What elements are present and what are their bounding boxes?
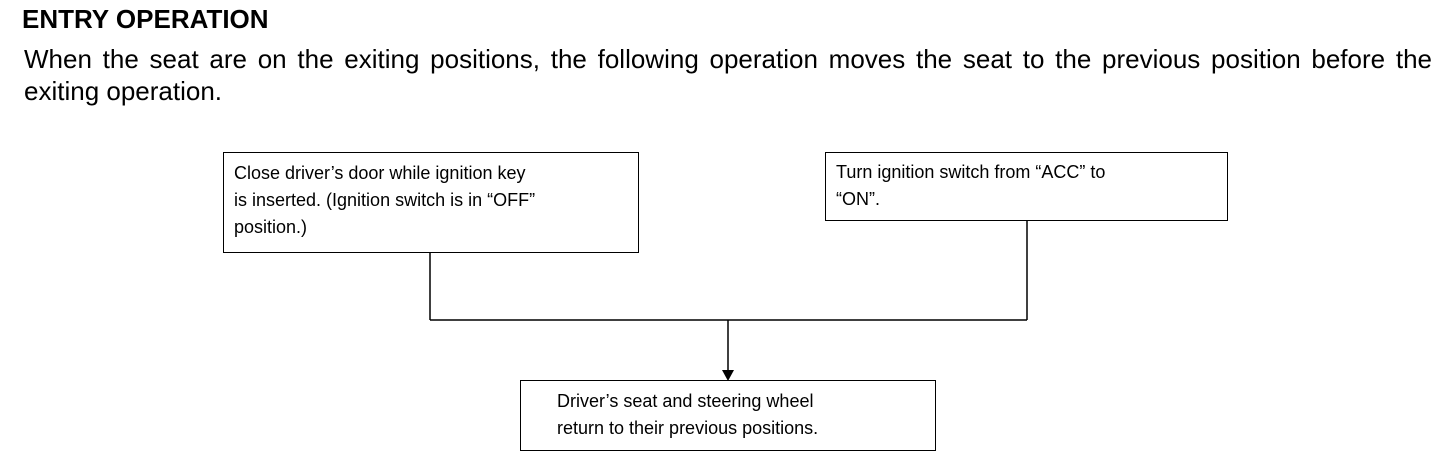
flow-result-seat-return: Driver’s seat and steering wheel return … <box>520 380 936 451</box>
flow-result-seat-return-text: Driver’s seat and steering wheel return … <box>557 391 819 438</box>
flow-step-ignition-on: Turn ignition switch from “ACC” to “ON”. <box>825 152 1228 221</box>
flow-step-close-door: Close driver’s door while ignition key i… <box>223 152 639 253</box>
intro-paragraph: When the seat are on the exiting positio… <box>24 44 1432 106</box>
arrowhead-icon <box>722 370 734 381</box>
section-heading: ENTRY OPERATION <box>22 4 269 34</box>
flow-step-close-door-text: Close driver’s door while ignition key i… <box>234 163 536 237</box>
flow-step-ignition-on-text: Turn ignition switch from “ACC” to “ON”. <box>836 162 1106 209</box>
